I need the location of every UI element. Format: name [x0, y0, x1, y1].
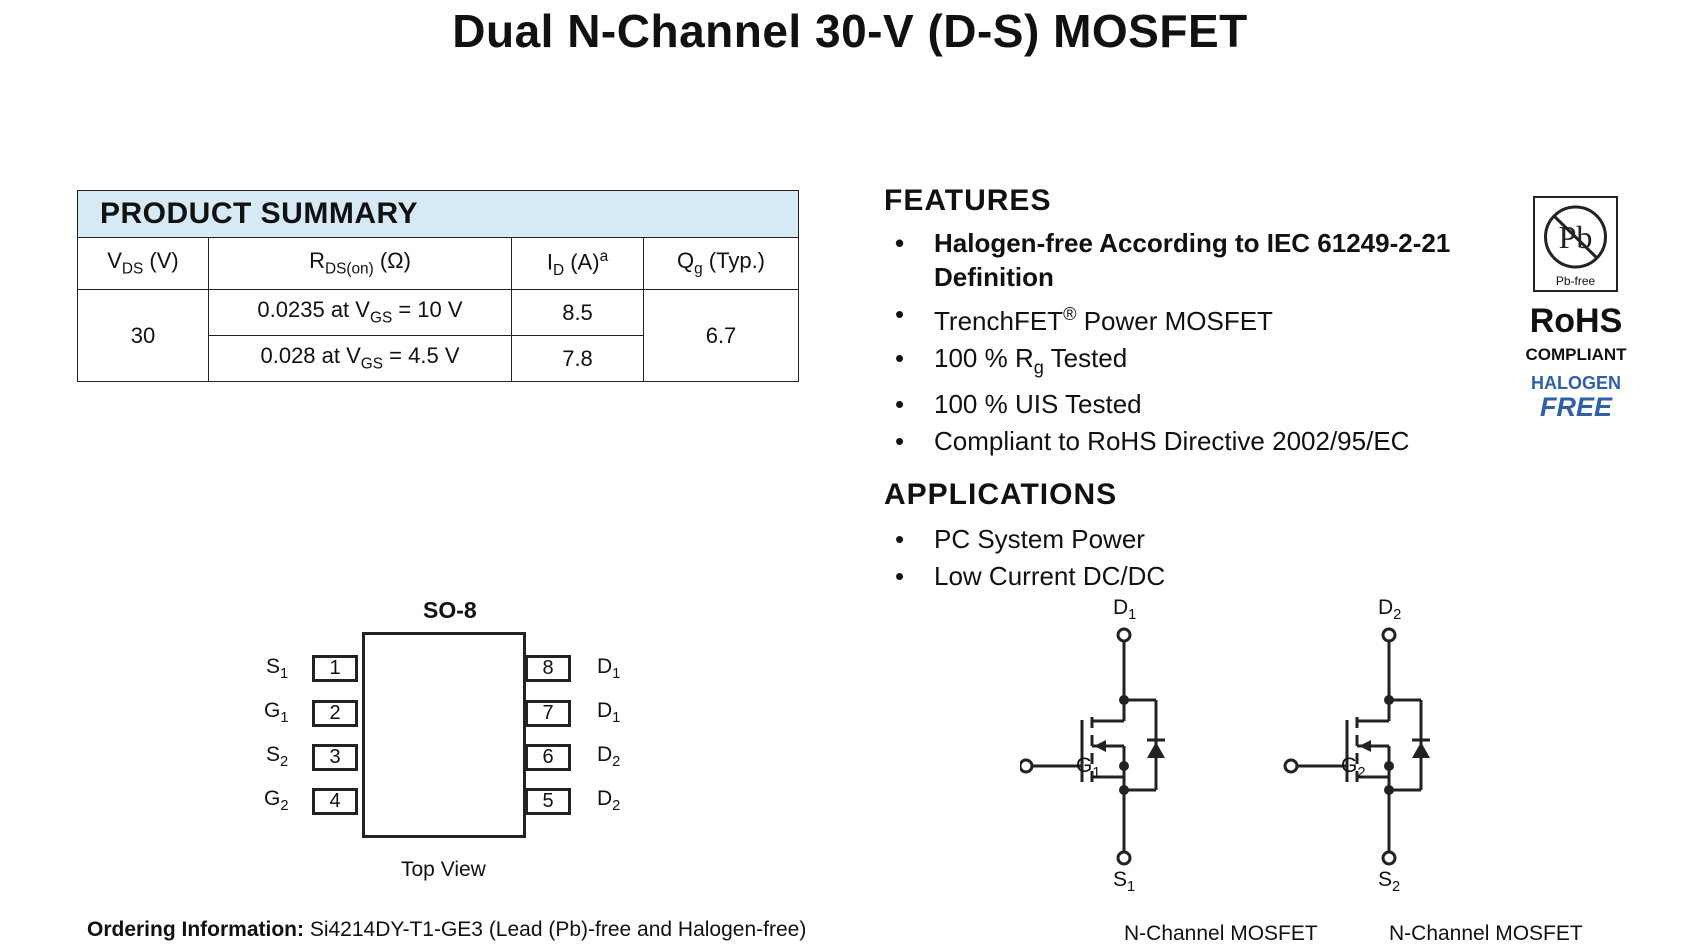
table-row: 30 0.0235 at VGS = 10 V 8.5 6.7 — [77, 289, 799, 382]
features-heading: FEATURES — [884, 184, 1052, 217]
col-header-qg: Qg (Typ.) — [643, 237, 799, 290]
qg-value: 6.7 — [643, 289, 799, 382]
pin-label-d1: D1 — [597, 655, 621, 683]
drain-label-2: D2 — [1378, 596, 1402, 624]
mosfet-schematics — [1020, 627, 1432, 866]
pin-8: 8 — [525, 655, 571, 682]
pin-label-g1: G1 — [264, 699, 289, 727]
pin-5: 5 — [525, 788, 571, 815]
free-label: FREE — [1539, 392, 1612, 422]
col-header-rds: RDS(on) (Ω) — [208, 237, 512, 290]
source-label-2: S2 — [1378, 868, 1401, 896]
source-label-1: S1 — [1113, 868, 1136, 896]
vds-value: 30 — [77, 289, 209, 382]
list-item: TrenchFET® Power MOSFET — [892, 297, 1512, 338]
list-item: 100 % Rg Tested — [892, 341, 1512, 384]
list-item: Compliant to RoHS Directive 2002/95/EC — [892, 424, 1512, 458]
halogen-label: HALOGEN — [1531, 373, 1621, 393]
applications-heading: APPLICATIONS — [884, 478, 1118, 511]
package-name: SO-8 — [423, 597, 477, 623]
pb-free-label: Pb-free — [1555, 274, 1596, 288]
pin-label-s1: S1 — [266, 655, 289, 683]
drain-label-1: D1 — [1113, 596, 1137, 624]
pin-1: 1 — [312, 655, 358, 682]
mosfet-caption-2: N-Channel MOSFET — [1389, 922, 1583, 945]
pb-free-icon: Pb — [1544, 205, 1607, 269]
features-list: Halogen-free According to IEC 61249-2-21… — [892, 226, 1512, 461]
so8-package-body — [362, 632, 526, 838]
pin-6: 6 — [525, 744, 571, 771]
rds-value: 0.0235 at VGS = 10 V — [208, 289, 512, 336]
pin-label-g2: G2 — [264, 787, 289, 815]
pin-label-d1: D1 — [597, 699, 621, 727]
pin-3: 3 — [312, 744, 358, 771]
pin-2: 2 — [312, 700, 358, 727]
mosfet-caption-1: N-Channel MOSFET — [1124, 922, 1318, 945]
mosfet-symbol-1 — [1020, 627, 1167, 866]
gate-label-2: G2 — [1341, 754, 1366, 782]
list-item: 100 % UIS Tested — [892, 387, 1512, 421]
svg-text:Pb: Pb — [1559, 219, 1593, 255]
pin-label-d2: D2 — [597, 787, 621, 815]
compliant-label: COMPLIANT — [1525, 345, 1627, 364]
pin-label-d2: D2 — [597, 743, 621, 771]
page-title: Dual N-Channel 30-V (D-S) MOSFET — [452, 5, 1248, 57]
pin-label-s2: S2 — [266, 743, 289, 771]
id-value: 7.8 — [511, 335, 644, 382]
list-item: PC System Power — [892, 522, 1392, 556]
applications-list: PC System Power Low Current DC/DC — [892, 522, 1392, 596]
product-summary-heading: PRODUCT SUMMARY — [77, 190, 799, 238]
col-header-vds: VDS (V) — [77, 237, 209, 290]
gate-label-1: G1 — [1076, 754, 1101, 782]
list-item: Halogen-free According to IEC 61249-2-21… — [892, 226, 1512, 294]
top-view-caption: Top View — [401, 858, 486, 881]
pb-free-badge: Pb Pb-free — [1533, 196, 1618, 292]
rds-value: 0.028 at VGS = 4.5 V — [208, 335, 512, 382]
id-value: 8.5 — [511, 289, 644, 336]
table-row: 0.028 at VGS = 4.5 V 7.8 — [78, 335, 799, 382]
pin-4: 4 — [312, 788, 358, 815]
product-summary-table: PRODUCT SUMMARY VDS (V) RDS(on) (Ω) ID (… — [77, 190, 799, 382]
pin-7: 7 — [525, 700, 571, 727]
ordering-information: Ordering Information: Si4214DY-T1-GE3 (L… — [87, 918, 807, 941]
mosfet-symbol-2 — [1283, 627, 1432, 866]
list-item: Low Current DC/DC — [892, 559, 1392, 593]
rohs-label: RoHS — [1529, 302, 1623, 340]
col-header-id: ID (A)a — [511, 237, 644, 290]
